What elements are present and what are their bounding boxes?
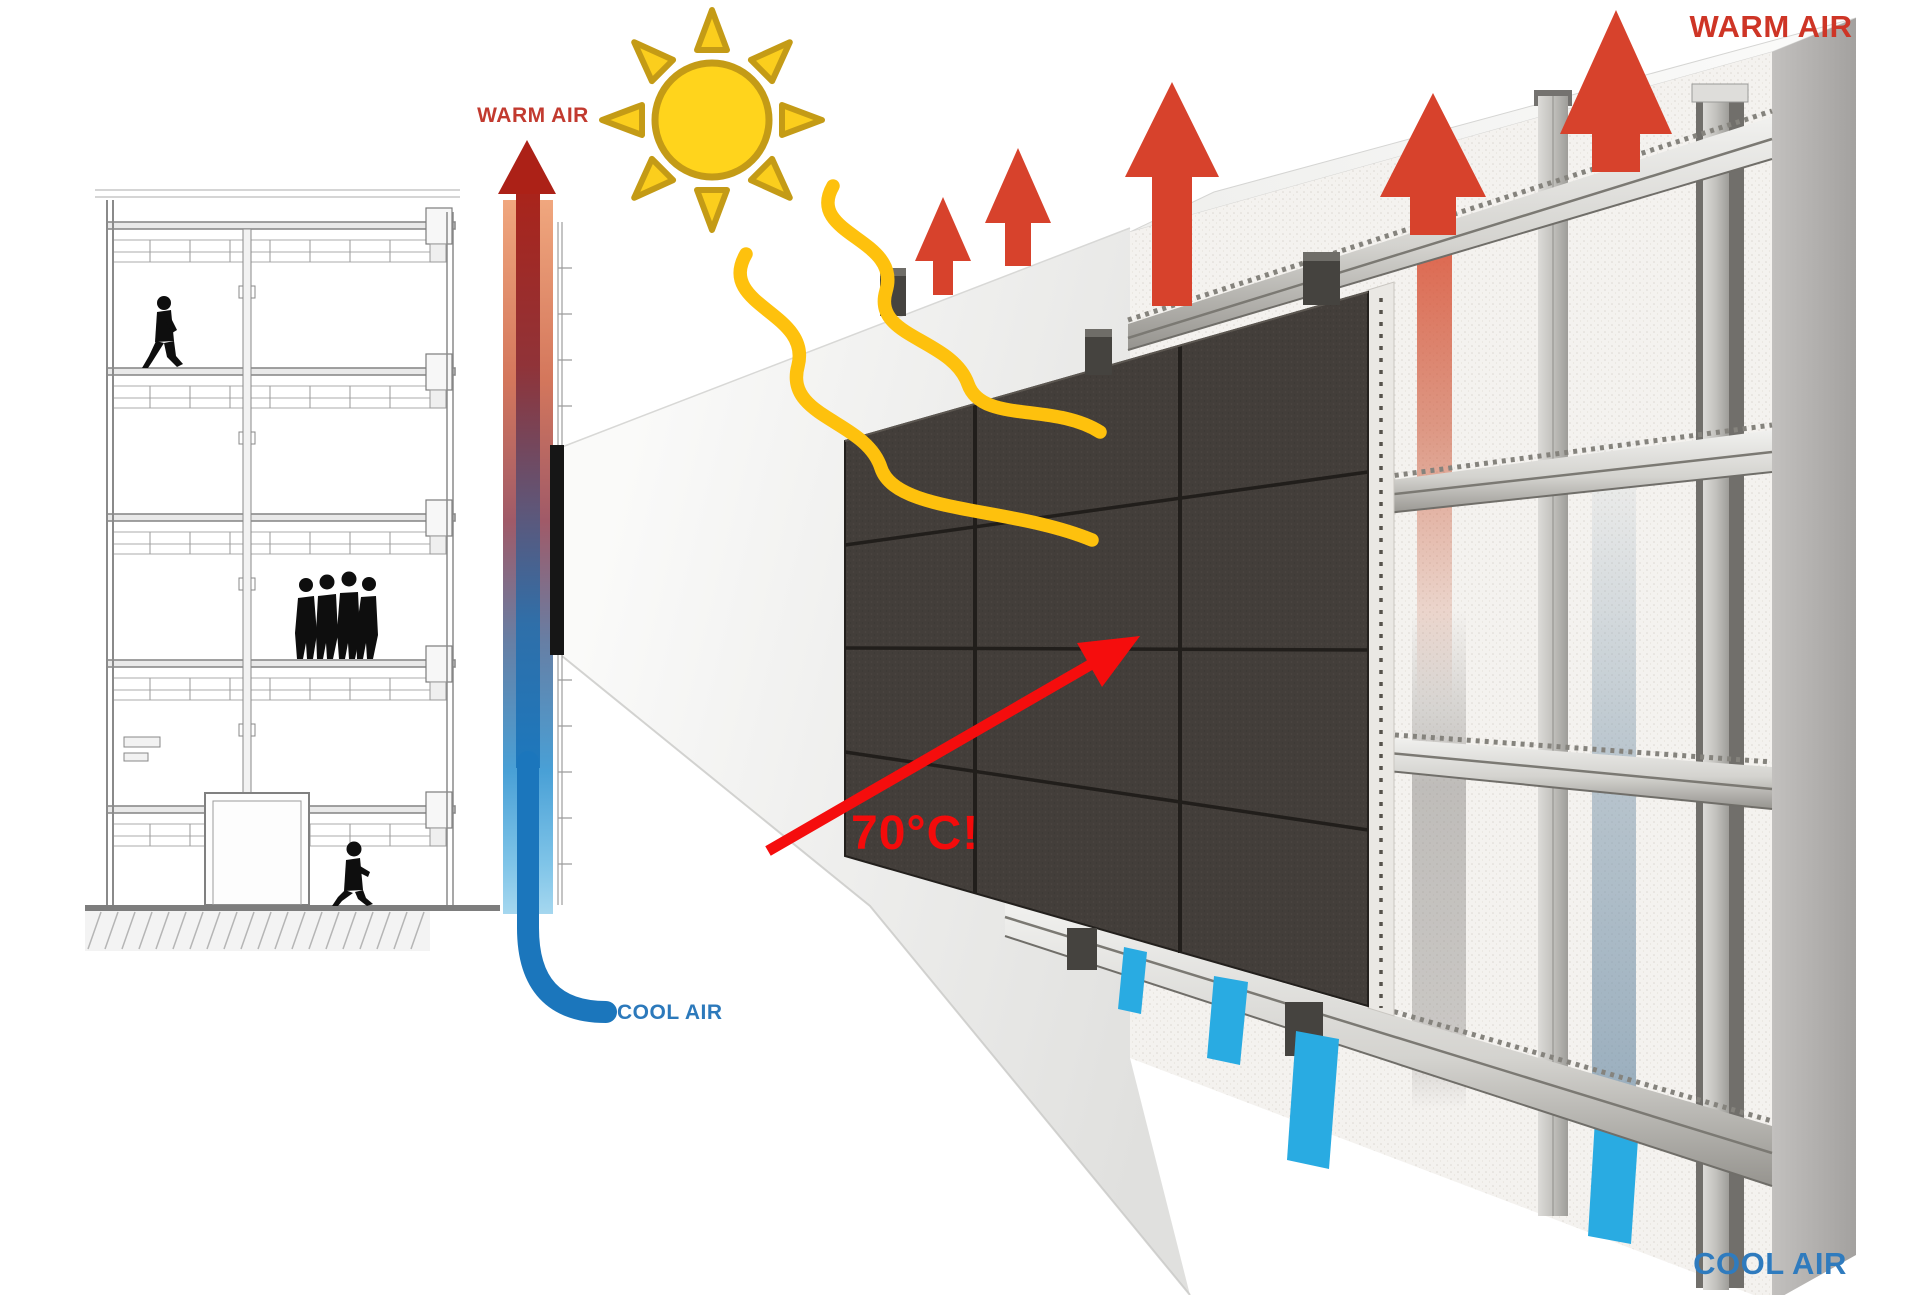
warm-arrow-5 xyxy=(1560,10,1672,172)
person-walking-lower xyxy=(332,841,373,906)
sun-rays-wavy xyxy=(733,179,1107,547)
warm-air-arrow-left xyxy=(498,140,556,194)
rail-3 xyxy=(1367,730,1773,810)
vertical-profile-1 xyxy=(1534,90,1572,1216)
temperature-annotation: 70°C! xyxy=(765,636,1140,860)
warm-air-arrows-right xyxy=(915,10,1672,306)
warm-arrow-1 xyxy=(915,197,971,295)
warm-arrow-4 xyxy=(1380,93,1486,235)
sun-icon xyxy=(602,10,822,230)
gradient-strip-core xyxy=(516,192,540,768)
ground-hatch xyxy=(85,905,500,951)
warm-air-label-left: WARM AIR xyxy=(477,104,589,127)
door xyxy=(204,792,310,906)
facade-3d xyxy=(844,10,1857,1295)
parapet-lines xyxy=(95,189,460,198)
panel-edge-strip xyxy=(1367,281,1395,1017)
vertical-profile-2 xyxy=(1691,83,1749,1290)
person-walking-upper xyxy=(142,296,183,368)
annotation-arrow-head xyxy=(1077,636,1140,687)
temperature-label: 70°C! xyxy=(851,807,979,860)
cool-bar-3 xyxy=(1287,1031,1339,1169)
cool-air-label-left: COOL AIR xyxy=(617,1001,723,1024)
cool-air-bars xyxy=(1118,947,1339,1169)
people-group xyxy=(295,571,378,659)
annotation-arrow-shaft xyxy=(765,660,1093,856)
building-section xyxy=(85,189,500,951)
warm-air-label-right: WARM AIR xyxy=(1690,9,1853,44)
detail-marker xyxy=(550,445,564,655)
cool-bar-2 xyxy=(1207,976,1248,1065)
warm-arrow-3 xyxy=(1125,82,1219,306)
left-exterior-wall xyxy=(106,200,114,905)
cool-air-label-right: COOL AIR xyxy=(1693,1246,1847,1281)
cool-air-curve xyxy=(517,751,617,1023)
inner-facade-wall xyxy=(446,212,454,905)
cool-bar-1 xyxy=(1118,947,1147,1014)
rail-2 xyxy=(1367,422,1773,516)
warm-arrow-2 xyxy=(985,148,1051,266)
wall-side-face xyxy=(1772,18,1856,1295)
